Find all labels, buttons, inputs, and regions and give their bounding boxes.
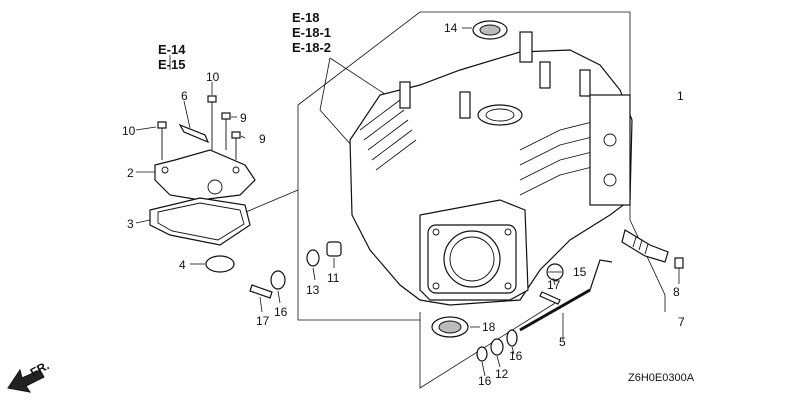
ref-e18: E-18 <box>292 10 320 25</box>
oil-seal-18 <box>431 316 469 338</box>
callout-17-right: 17 <box>547 278 561 292</box>
ref-e15: E-15 <box>158 57 186 72</box>
callout-6: 6 <box>181 89 188 103</box>
breather-cover-assembly <box>149 95 256 246</box>
callout-8: 8 <box>673 285 680 299</box>
front-direction-arrow <box>7 368 45 393</box>
callout-9-bottom: 9 <box>259 132 266 146</box>
callout-16-bottom: 16 <box>478 374 492 388</box>
small-parts-left <box>249 241 342 299</box>
cylinder-block <box>349 31 633 306</box>
callout-10-top: 10 <box>206 70 220 84</box>
callout-16-mid: 16 <box>509 349 523 363</box>
diagram-code: Z6H0E0300A <box>628 372 695 384</box>
callout-1: 1 <box>677 89 684 103</box>
shaft-assembly <box>476 259 613 362</box>
callout-15: 15 <box>573 265 587 279</box>
ref-e18-1: E-18-1 <box>292 25 332 40</box>
callout-17-left: 17 <box>256 314 270 328</box>
callout-13: 13 <box>306 283 320 297</box>
callout-4: 4 <box>179 258 186 272</box>
ref-e14: E-14 <box>158 42 186 57</box>
callout-9-top: 9 <box>240 111 247 125</box>
callout-2: 2 <box>127 166 134 180</box>
callout-16-left: 16 <box>274 305 288 319</box>
oil-seal-14 <box>472 20 508 40</box>
callout-10-left: 10 <box>122 124 136 138</box>
oil-switch-7 <box>621 229 684 269</box>
callout-12: 12 <box>495 367 509 381</box>
callout-11: 11 <box>327 271 340 285</box>
ref-e18-2: E-18-2 <box>292 40 332 55</box>
callout-3: 3 <box>127 217 134 231</box>
gasket-4 <box>205 255 235 273</box>
callout-18: 18 <box>482 320 496 334</box>
callout-5: 5 <box>559 335 566 349</box>
callout-7: 7 <box>678 315 685 329</box>
callout-14: 14 <box>444 21 458 35</box>
